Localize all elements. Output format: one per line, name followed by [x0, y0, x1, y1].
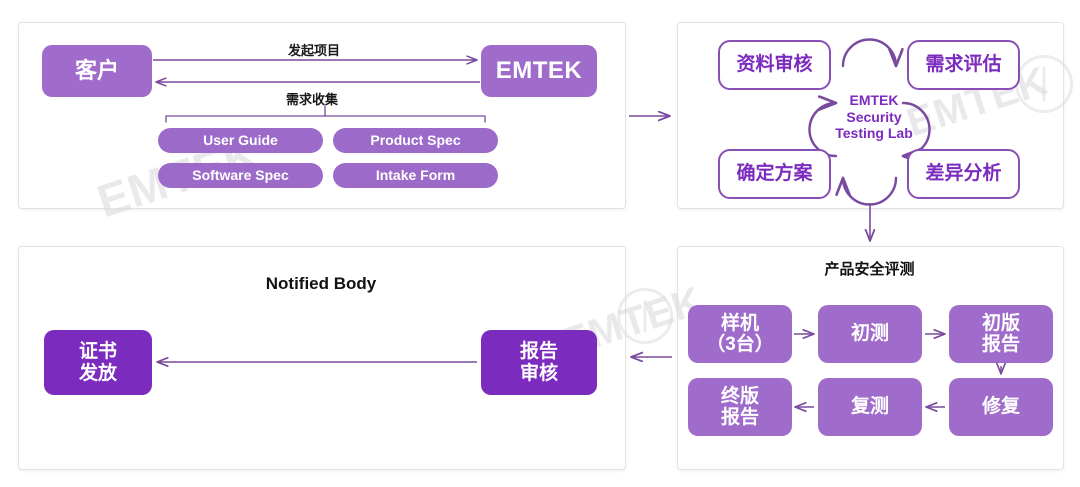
node-report-review[interactable]: 报告 审核 [481, 330, 597, 395]
step-retest[interactable]: 复测 [818, 378, 922, 436]
step-draft-report[interactable]: 初版 报告 [949, 305, 1053, 363]
node-certificate-issuance[interactable]: 证书 发放 [44, 330, 152, 395]
step-gap-analysis[interactable]: 差异分析 [907, 149, 1020, 199]
step-initial-test[interactable]: 初测 [818, 305, 922, 363]
document-intake-form[interactable]: Intake Form [333, 163, 498, 188]
label-requirement-collection: 需求收集 [286, 92, 339, 107]
step-sample[interactable]: 样机 （3台） [688, 305, 792, 363]
notified-body-title: Notified Body [265, 274, 377, 293]
node-customer[interactable]: 客户 [42, 45, 152, 97]
product-security-assessment-title: 产品安全评测 [824, 261, 915, 278]
step-fix[interactable]: 修复 [949, 378, 1053, 436]
step-requirement-assessment[interactable]: 需求评估 [907, 40, 1020, 90]
label-initiate-project: 发起项目 [288, 43, 341, 58]
document-software-spec[interactable]: Software Spec [158, 163, 323, 188]
step-final-report[interactable]: 终版 报告 [688, 378, 792, 436]
document-product-spec[interactable]: Product Spec [333, 128, 498, 153]
node-emtek[interactable]: EMTEK [481, 45, 597, 97]
step-material-review[interactable]: 资料审核 [718, 40, 831, 90]
document-user-guide[interactable]: User Guide [158, 128, 323, 153]
step-confirm-plan[interactable]: 确定方案 [718, 149, 831, 199]
